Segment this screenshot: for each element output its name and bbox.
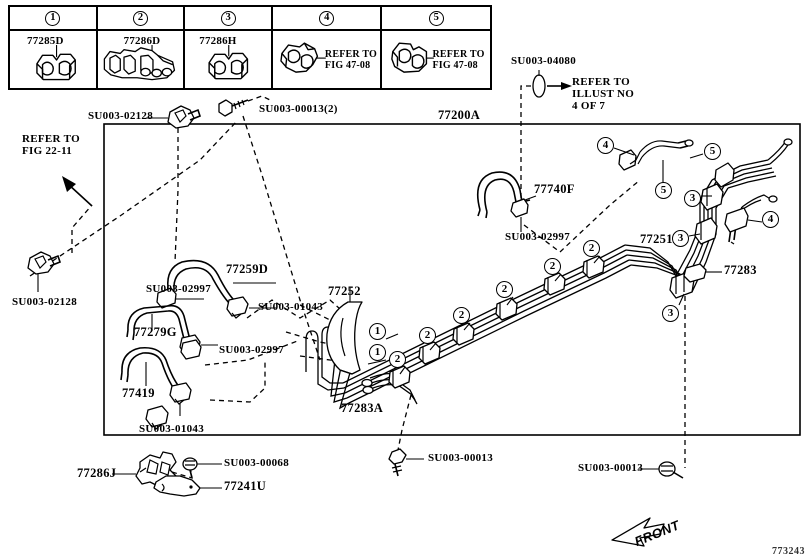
clamp-at-504-308 xyxy=(495,297,518,321)
legend-note-4: REFER TO FIG 47-08 xyxy=(324,49,378,71)
legend-header-cell-5: 5 xyxy=(382,7,490,29)
legend-header-cell-2: 2 xyxy=(98,7,186,29)
legend-index-2: 2 xyxy=(132,10,148,26)
callout-2: 2 xyxy=(453,307,470,324)
bolt-su003-00068 xyxy=(182,457,222,479)
clamp-icon-77286h xyxy=(208,45,249,80)
fuel-line-bundle xyxy=(342,159,777,404)
label-front: FRONT xyxy=(632,517,682,549)
legend-part-number-3: 77286H xyxy=(199,35,237,47)
clamp-rise-a xyxy=(694,217,718,245)
parts-legend-table: 1 2 3 4 5 77285D xyxy=(8,5,492,90)
callout-2: 2 xyxy=(583,240,600,257)
clamp-at-427-352 xyxy=(418,341,441,365)
figure-id: 773243 xyxy=(772,546,805,557)
label-77241u: 77241U xyxy=(224,479,267,493)
clamp-su003-02128-left xyxy=(27,251,61,292)
clamp-rise-b xyxy=(700,183,724,211)
legend-body-row: 77285D 77286D xyxy=(10,31,490,88)
clamp-top-b xyxy=(618,149,637,171)
legend-index-1: 1 xyxy=(45,10,61,26)
clip-77283 xyxy=(683,263,722,283)
label-refer-fig-22-11: REFER TO FIG 22-11 xyxy=(22,133,80,157)
legend-index-4: 4 xyxy=(319,10,335,26)
clamp-icon-ref-47-08-a xyxy=(280,42,326,73)
legend-index-5: 5 xyxy=(428,10,444,26)
callout-2: 2 xyxy=(389,351,406,368)
legend-header-cell-4: 4 xyxy=(273,7,383,29)
callout-5: 5 xyxy=(655,182,672,199)
hose-77740f xyxy=(476,171,537,232)
legend-part-number-1: 77285D xyxy=(27,35,64,47)
clamp-icon-ref-47-08-b xyxy=(391,42,435,73)
callout-3: 3 xyxy=(672,230,689,247)
hose-77419 xyxy=(120,346,192,416)
label-su003-02128-left: SU003-02128 xyxy=(12,296,78,308)
bracket-77286j xyxy=(112,451,177,487)
clamp-icon-77285d xyxy=(36,45,76,81)
clamp-77251b-lower xyxy=(669,271,695,299)
label-su003-02997-lower: SU003-02997 xyxy=(219,344,285,356)
label-su003-00068: SU003-00068 xyxy=(224,457,290,469)
legend-part-number-2: 77286D xyxy=(123,35,161,47)
label-su003-04080: SU003-04080 xyxy=(511,55,577,67)
bolt-su003-00013-right xyxy=(638,461,684,479)
label-77286j: 77286J xyxy=(77,466,117,480)
label-su003-01043-lower: SU003-01043 xyxy=(139,423,205,435)
legend-item-2: 77286D xyxy=(98,31,186,88)
branch-lines-77283a xyxy=(361,372,418,405)
callout-2: 2 xyxy=(544,258,561,275)
legend-header-cell-1: 1 xyxy=(10,7,98,29)
grommet-su003-04080 xyxy=(532,70,572,98)
legend-header-row: 1 2 3 4 5 xyxy=(10,7,490,31)
bracket-77241u xyxy=(153,475,222,497)
legend-item-1: 77285D xyxy=(10,31,98,88)
callout-5: 5 xyxy=(704,143,721,160)
legend-item-4: REFER TO FIG 47-08 xyxy=(273,31,383,88)
callout-2: 2 xyxy=(496,281,513,298)
callout-3: 3 xyxy=(684,190,701,207)
label-77259d: 77259D xyxy=(226,262,269,276)
callout-1: 1 xyxy=(369,323,386,340)
callout-1: 1 xyxy=(369,344,386,361)
label-77419: 77419 xyxy=(122,386,155,400)
label-77283a: 77283A xyxy=(341,401,384,415)
legend-note-5: REFER TO FIG 47-08 xyxy=(432,49,485,71)
label-main-assembly-77200a: 77200A xyxy=(438,108,481,122)
label-77279g: 77279G xyxy=(134,325,177,339)
label-refer-illust-4of7: REFER TO ILLUST NO 4 OF 7 xyxy=(572,76,635,112)
label-su003-01043-upper: SU003-01043 xyxy=(258,301,324,313)
label-su003-00013-2: SU003-00013(2) xyxy=(259,103,338,115)
clamp-at-461-333 xyxy=(452,322,475,346)
label-su003-02997-upper: SU003-02997 xyxy=(146,283,212,295)
line-ends-left xyxy=(305,326,356,410)
callout-2: 2 xyxy=(419,327,436,344)
clamp-icon-77286d xyxy=(103,45,175,81)
clamp-at-552-283 xyxy=(543,272,566,296)
callout-4: 4 xyxy=(762,211,779,228)
callout-3: 3 xyxy=(662,305,679,322)
label-77252: 77252 xyxy=(328,284,361,298)
clamp-su003-02997-lower xyxy=(180,339,202,360)
label-77283: 77283 xyxy=(724,263,757,277)
label-su003-02997-77740: SU003-02997 xyxy=(505,231,571,243)
label-77740f: 77740F xyxy=(534,182,575,196)
clamp-top-a xyxy=(714,162,735,188)
legend-header-cell-3: 3 xyxy=(185,7,273,29)
legend-index-3: 3 xyxy=(220,10,236,26)
clamp-su003-02128-top xyxy=(146,105,201,129)
label-77251b: 77251B xyxy=(640,232,682,246)
label-su003-02128-top: SU003-02128 xyxy=(88,110,154,122)
callout-4: 4 xyxy=(597,137,614,154)
main-frame-border xyxy=(103,123,801,436)
label-su003-00013-center: SU003-00013 xyxy=(428,452,494,464)
label-su003-00013-right: SU003-00013 xyxy=(578,462,644,474)
clamp-at-591-266 xyxy=(582,255,605,279)
heat-shield-77252 xyxy=(326,288,363,375)
legend-item-3: 77286H xyxy=(185,31,273,88)
bolt-su003-00013-center xyxy=(388,448,424,477)
legend-item-5: REFER TO FIG 47-08 xyxy=(382,31,490,88)
clamp-at-397-375 xyxy=(388,365,411,389)
